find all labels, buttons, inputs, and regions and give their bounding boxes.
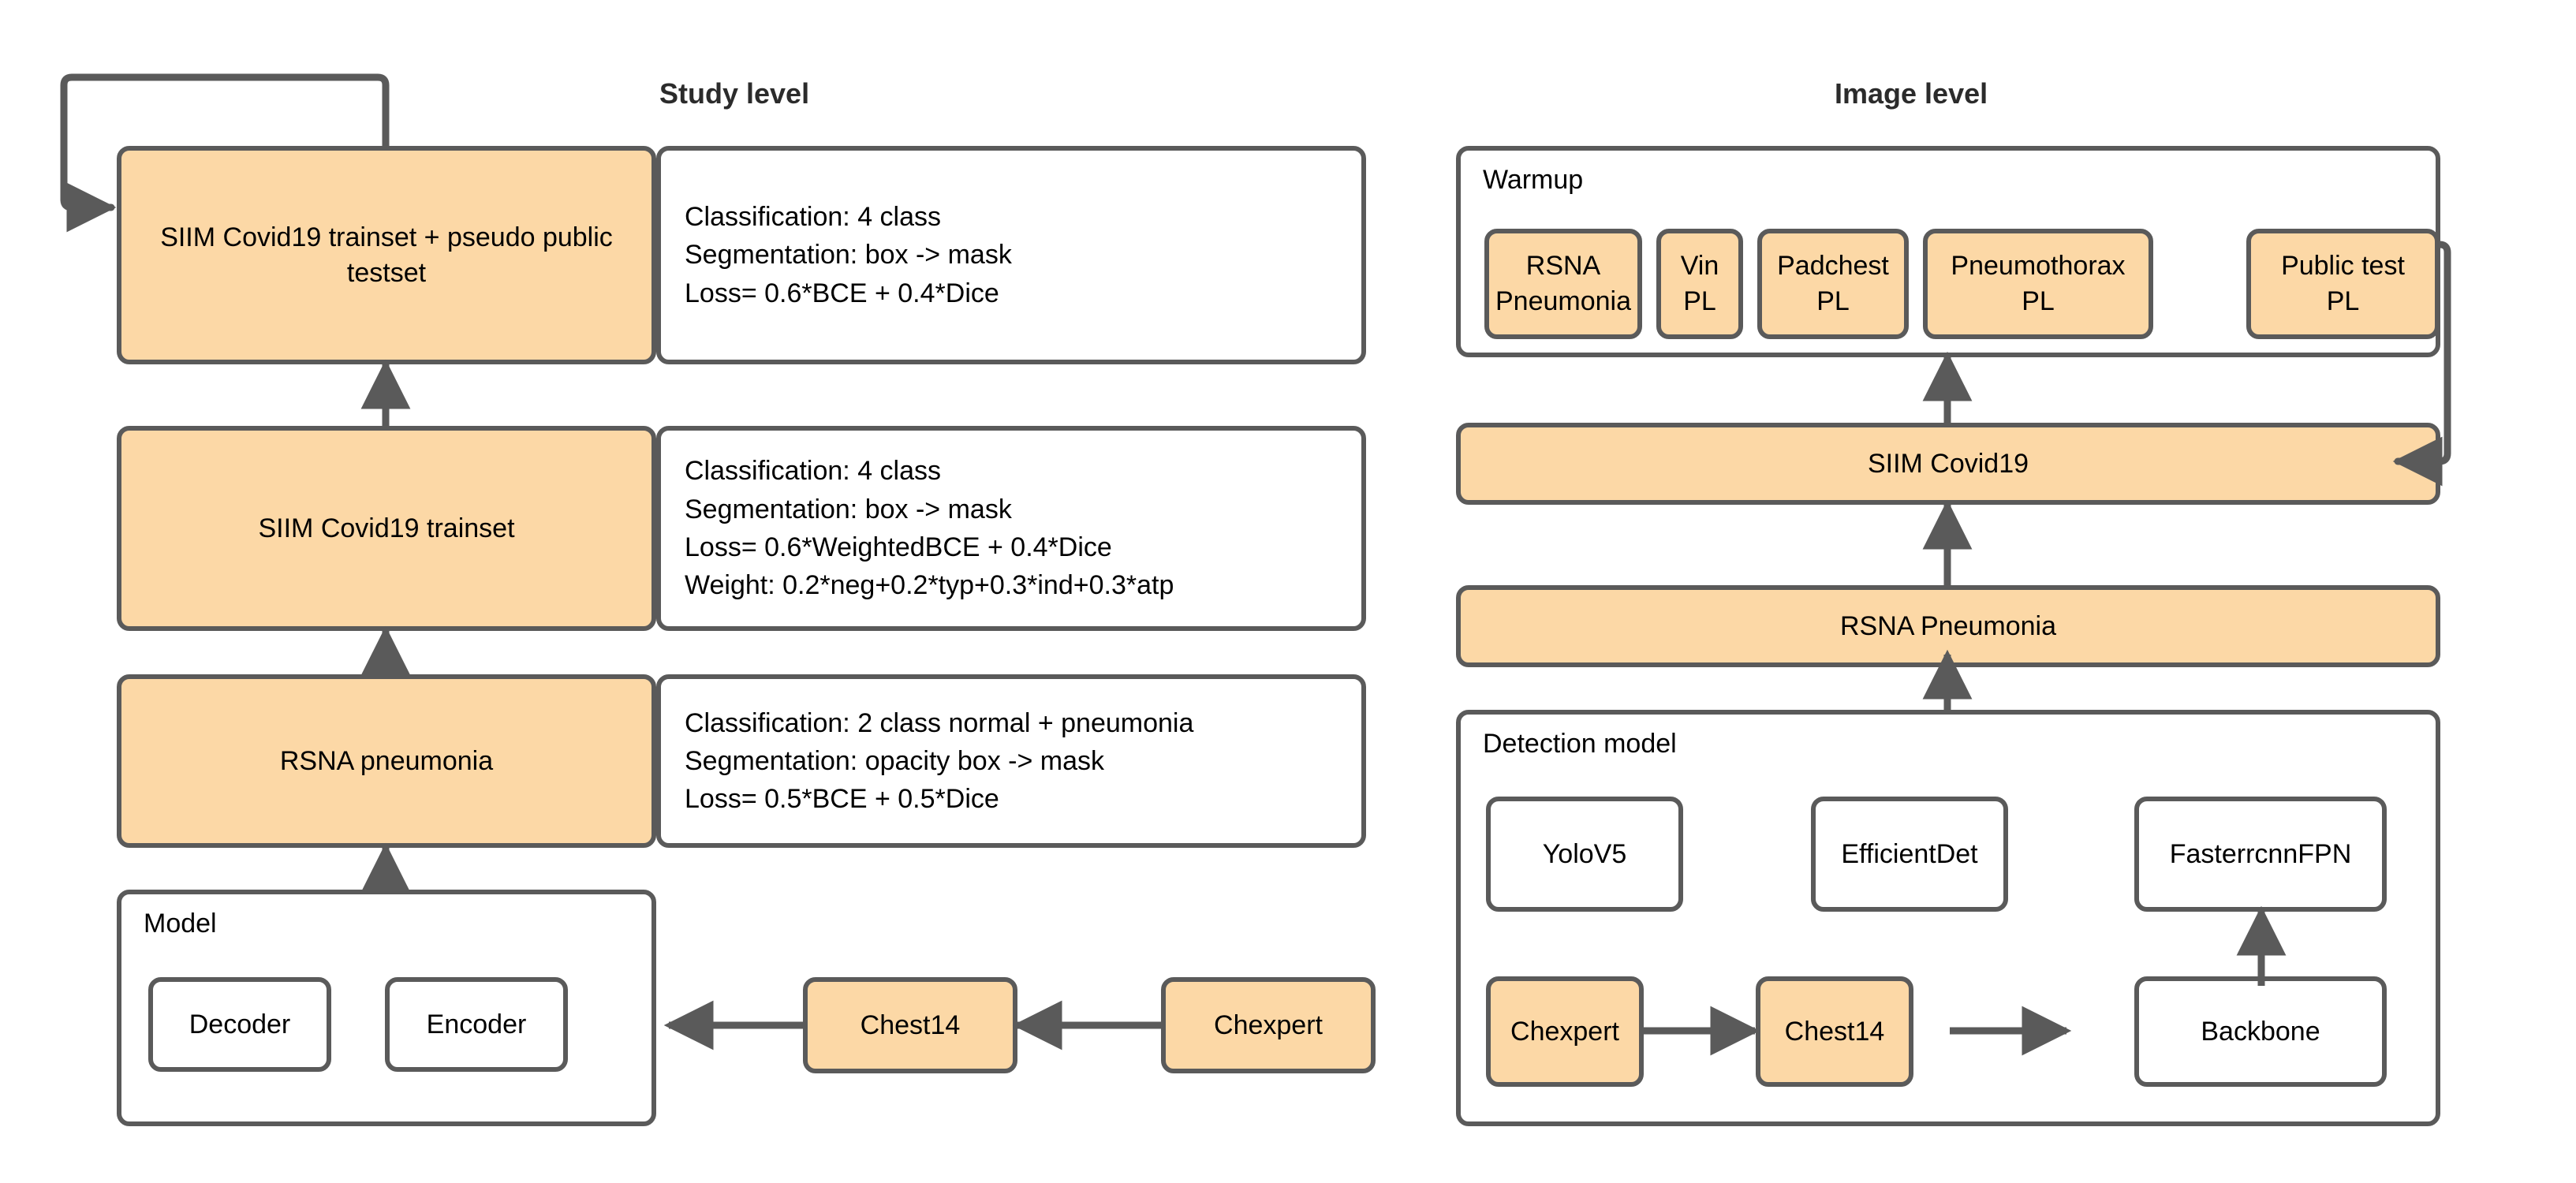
node-label-line1: Padchest bbox=[1777, 251, 1889, 282]
node-encoder[interactable]: Encoder bbox=[385, 977, 568, 1072]
node-label: Chexpert bbox=[1510, 1016, 1619, 1047]
node-label: SIIM Covid19 bbox=[1867, 448, 2029, 479]
node-siim-covid19-trainset-pseudo[interactable]: SIIM Covid19 trainset + pseudo public te… bbox=[117, 146, 656, 364]
heading-study-level: Study level bbox=[659, 77, 810, 110]
node-chexpert-study[interactable]: Chexpert bbox=[1161, 977, 1376, 1073]
node-chest14-detection[interactable]: Chest14 bbox=[1756, 976, 1913, 1087]
node-label: Chest14 bbox=[860, 1009, 961, 1040]
node-siim-covid19-image[interactable]: SIIM Covid19 bbox=[1456, 423, 2440, 505]
panel-line: Classification: 4 class bbox=[685, 456, 942, 487]
node-fasterrcnnfpn[interactable]: FasterrcnnFPN bbox=[2134, 797, 2387, 912]
node-label-line1: Public test bbox=[2281, 251, 2405, 282]
node-label: SIIM Covid19 trainset + pseudo public te… bbox=[160, 222, 613, 288]
panel-line: Loss= 0.5*BCE + 0.5*Dice bbox=[685, 784, 999, 815]
node-label: RSNA pneumonia bbox=[279, 745, 494, 776]
group-detection-model-title: Detection model bbox=[1483, 729, 1677, 759]
node-rsna-pneumonia-image[interactable]: RSNA Pneumonia bbox=[1456, 585, 2440, 667]
node-warmup-rsna-pneumonia[interactable]: RSNA Pneumonia bbox=[1484, 229, 1642, 339]
node-label: Chest14 bbox=[1784, 1016, 1885, 1047]
node-label-line1: Vin bbox=[1680, 251, 1719, 282]
node-backbone[interactable]: Backbone bbox=[2134, 976, 2387, 1087]
panel-line: Loss= 0.6*BCE + 0.4*Dice bbox=[685, 278, 999, 308]
panel-line: Segmentation: opacity box -> mask bbox=[685, 745, 1104, 776]
panel-line: Loss= 0.6*WeightedBCE + 0.4*Dice bbox=[685, 532, 1112, 562]
node-label-line2: PL bbox=[2326, 286, 2360, 316]
node-siim-covid19-trainset[interactable]: SIIM Covid19 trainset bbox=[117, 426, 656, 631]
node-label-line1: Pneumothorax bbox=[1951, 251, 2126, 282]
node-label: Backbone bbox=[2201, 1016, 2320, 1047]
node-label: Chexpert bbox=[1214, 1009, 1323, 1040]
panel-line: Weight: 0.2*neg+0.2*typ+0.3*ind+0.3*atp bbox=[685, 570, 1174, 601]
node-label: YoloV5 bbox=[1542, 838, 1627, 869]
node-label: Encoder bbox=[426, 1009, 527, 1039]
node-label-line2: Pneumonia bbox=[1495, 286, 1632, 316]
node-label: FasterrcnnFPN bbox=[2169, 838, 2352, 869]
node-label-line2: PL bbox=[1683, 286, 1716, 316]
node-warmup-vin-pl[interactable]: Vin PL bbox=[1656, 229, 1743, 339]
heading-image-level: Image level bbox=[1835, 77, 1988, 110]
node-label-line2: PL bbox=[2022, 286, 2055, 316]
node-label: EfficientDet bbox=[1841, 838, 1978, 869]
node-warmup-public-test-pl[interactable]: Public test PL bbox=[2246, 229, 2440, 339]
node-label-line2: PL bbox=[1816, 286, 1850, 316]
panel-line: Segmentation: box -> mask bbox=[685, 494, 1012, 524]
node-chexpert-detection[interactable]: Chexpert bbox=[1486, 976, 1644, 1087]
node-chest14-study[interactable]: Chest14 bbox=[803, 977, 1017, 1073]
node-yolov5[interactable]: YoloV5 bbox=[1486, 797, 1683, 912]
panel-stage-2: Classification: 4 class Segmentation: bo… bbox=[656, 426, 1366, 631]
node-label-line1: RSNA bbox=[1525, 251, 1601, 282]
node-rsna-pneumonia-study[interactable]: RSNA pneumonia bbox=[117, 674, 656, 848]
panel-stage-1: Classification: 4 class Segmentation: bo… bbox=[656, 146, 1366, 364]
node-warmup-pneumothorax-pl[interactable]: Pneumothorax PL bbox=[1923, 229, 2153, 339]
node-label: SIIM Covid19 trainset bbox=[258, 513, 515, 543]
node-label: Decoder bbox=[189, 1009, 291, 1039]
panel-line: Segmentation: box -> mask bbox=[685, 240, 1012, 271]
panel-line: Classification: 2 class normal + pneumon… bbox=[685, 707, 1194, 738]
group-model-title: Model bbox=[144, 909, 217, 939]
panel-line: Classification: 4 class bbox=[685, 202, 942, 233]
node-efficientdet[interactable]: EfficientDet bbox=[1811, 797, 2008, 912]
group-warmup-title: Warmup bbox=[1483, 165, 1584, 195]
panel-stage-3: Classification: 2 class normal + pneumon… bbox=[656, 674, 1366, 848]
node-decoder[interactable]: Decoder bbox=[148, 977, 331, 1072]
node-label: RSNA Pneumonia bbox=[1839, 610, 2057, 641]
node-warmup-padchest-pl[interactable]: Padchest PL bbox=[1757, 229, 1909, 339]
